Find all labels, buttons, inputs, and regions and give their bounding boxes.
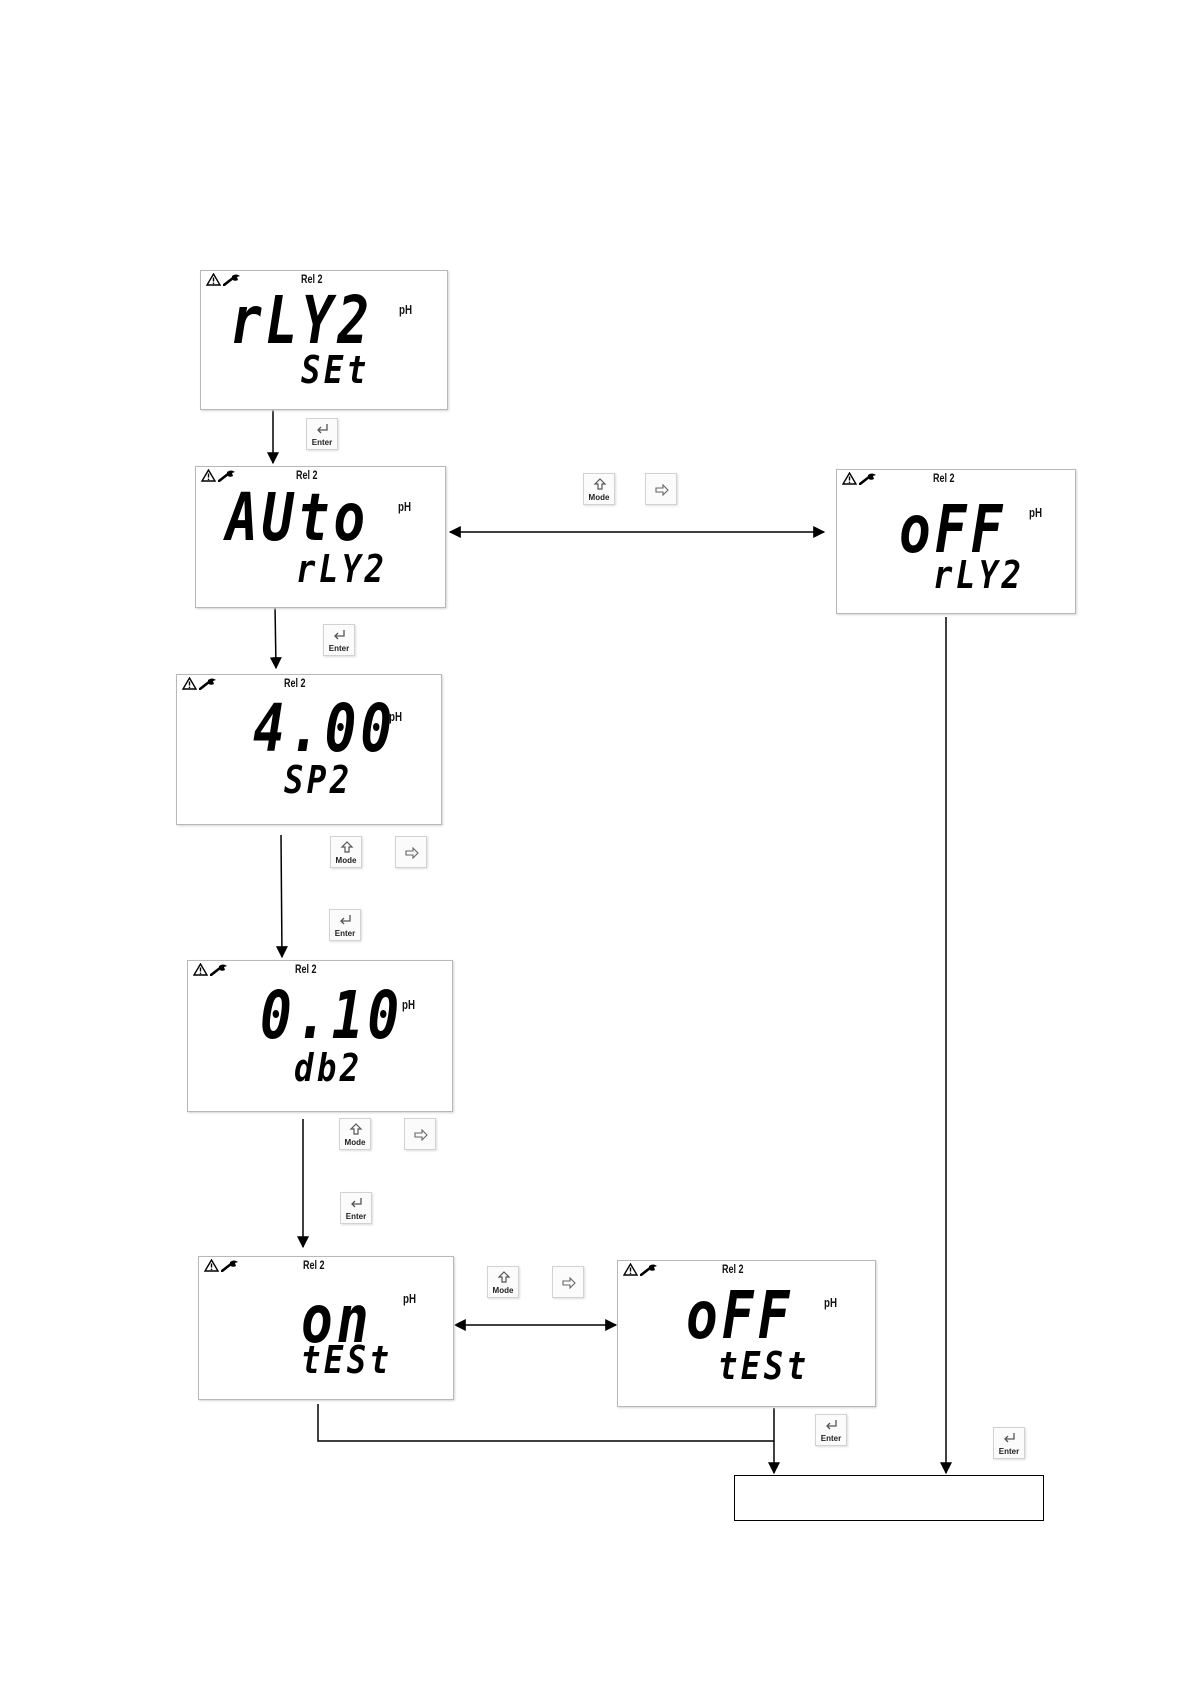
wrench-icon — [199, 678, 217, 690]
enter-button-label: Enter — [330, 929, 360, 938]
unit-label: pH — [824, 1295, 837, 1310]
warning-triangle-icon — [193, 963, 208, 976]
relay-label: Rel 2 — [933, 471, 955, 485]
enter-button-label: Enter — [341, 1212, 371, 1221]
mode-button[interactable]: Mode — [330, 836, 362, 868]
relay-label: Rel 2 — [295, 962, 317, 976]
mode-button[interactable]: Mode — [487, 1266, 519, 1298]
status-icons — [182, 677, 217, 690]
sub-readout: SP2 — [284, 761, 353, 799]
relay-label: Rel 2 — [722, 1262, 744, 1276]
mode-button-label: Mode — [340, 1138, 370, 1147]
unit-label: pH — [402, 997, 415, 1012]
sub-readout: rLY2 — [296, 550, 387, 588]
warning-triangle-icon — [204, 1259, 219, 1272]
unit-label: pH — [398, 499, 411, 514]
enter-arrow-icon — [339, 914, 353, 926]
mode-button[interactable]: Mode — [583, 473, 615, 505]
main-readout: 4.00 — [253, 696, 396, 762]
relay-label: Rel 2 — [284, 676, 306, 690]
lcd-display-auto-rly2: Rel 2 AUto rLY2 pH — [195, 466, 446, 608]
main-readout: oFF — [686, 1283, 793, 1349]
wrench-icon — [859, 473, 877, 485]
arrow-sp2-to-db2 — [281, 835, 282, 957]
enter-arrow-icon — [316, 423, 330, 435]
enter-arrow-icon — [825, 1419, 839, 1431]
mode-up-arrow-icon — [340, 841, 354, 853]
mode-up-arrow-icon — [593, 478, 607, 490]
lcd-display-off-rly2: Rel 2 oFF rLY2 pH — [836, 469, 1076, 614]
enter-arrow-icon — [1003, 1432, 1017, 1444]
arrow-auto-to-sp2 — [275, 605, 276, 668]
unit-label: pH — [1029, 505, 1042, 520]
shift-right-button[interactable] — [404, 1118, 436, 1150]
main-readout: rLY2 — [230, 288, 373, 354]
shift-right-button[interactable] — [552, 1266, 584, 1298]
enter-arrow-icon — [333, 629, 347, 641]
enter-button-label: Enter — [816, 1434, 846, 1443]
enter-button[interactable]: Enter — [993, 1427, 1025, 1459]
sub-readout: db2 — [294, 1049, 363, 1087]
lcd-display-on-test: Rel 2 on tESt pH — [198, 1256, 454, 1400]
enter-button[interactable]: Enter — [340, 1192, 372, 1224]
sub-readout: tESt — [718, 1347, 809, 1385]
sub-readout: SEt — [301, 351, 370, 389]
main-readout: 0.10 — [260, 983, 403, 1049]
warning-triangle-icon — [182, 677, 197, 690]
mode-button-label: Mode — [488, 1286, 518, 1295]
lcd-display-rly2-set: Rel 2 rLY2 SEt pH — [200, 270, 448, 410]
enter-button-label: Enter — [324, 644, 354, 653]
shift-right-button[interactable] — [645, 473, 677, 505]
unit-label: pH — [389, 709, 402, 724]
main-readout: AUto — [226, 485, 369, 551]
warning-triangle-icon — [201, 469, 216, 482]
enter-button[interactable]: Enter — [323, 624, 355, 656]
unit-label: pH — [403, 1291, 416, 1306]
mode-button-label: Mode — [331, 856, 361, 865]
warning-triangle-icon — [842, 472, 857, 485]
enter-button-label: Enter — [994, 1447, 1024, 1456]
status-icons — [204, 1259, 239, 1272]
right-arrow-icon — [655, 484, 669, 496]
lcd-display-db2: Rel 2 0.10 db2 pH — [187, 960, 453, 1112]
enter-button-label: Enter — [307, 438, 337, 447]
enter-button[interactable]: Enter — [815, 1414, 847, 1446]
mode-up-arrow-icon — [349, 1123, 363, 1135]
wrench-icon — [210, 964, 228, 976]
enter-arrow-icon — [350, 1197, 364, 1209]
line-on-test-to-junction — [318, 1404, 774, 1441]
mode-button-label: Mode — [584, 493, 614, 502]
enter-button[interactable]: Enter — [306, 418, 338, 450]
mode-up-arrow-icon — [497, 1271, 511, 1283]
result-box — [734, 1475, 1044, 1521]
lcd-display-sp2: Rel 2 4.00 SP2 pH — [176, 674, 442, 825]
status-icons — [193, 963, 228, 976]
lcd-display-off-test: Rel 2 oFF tESt pH — [617, 1260, 876, 1407]
warning-triangle-icon — [623, 1263, 638, 1276]
status-icons — [842, 472, 877, 485]
mode-button[interactable]: Mode — [339, 1118, 371, 1150]
wrench-icon — [221, 1260, 239, 1272]
shift-right-button[interactable] — [395, 836, 427, 868]
relay-label: Rel 2 — [303, 1258, 325, 1272]
right-arrow-icon — [562, 1277, 576, 1289]
right-arrow-icon — [405, 847, 419, 859]
wrench-icon — [640, 1264, 658, 1276]
status-icons — [623, 1263, 658, 1276]
enter-button[interactable]: Enter — [329, 909, 361, 941]
sub-readout: rLY2 — [933, 556, 1024, 594]
sub-readout: tESt — [301, 1341, 392, 1379]
warning-triangle-icon — [206, 273, 221, 286]
right-arrow-icon — [414, 1129, 428, 1141]
unit-label: pH — [399, 302, 412, 317]
